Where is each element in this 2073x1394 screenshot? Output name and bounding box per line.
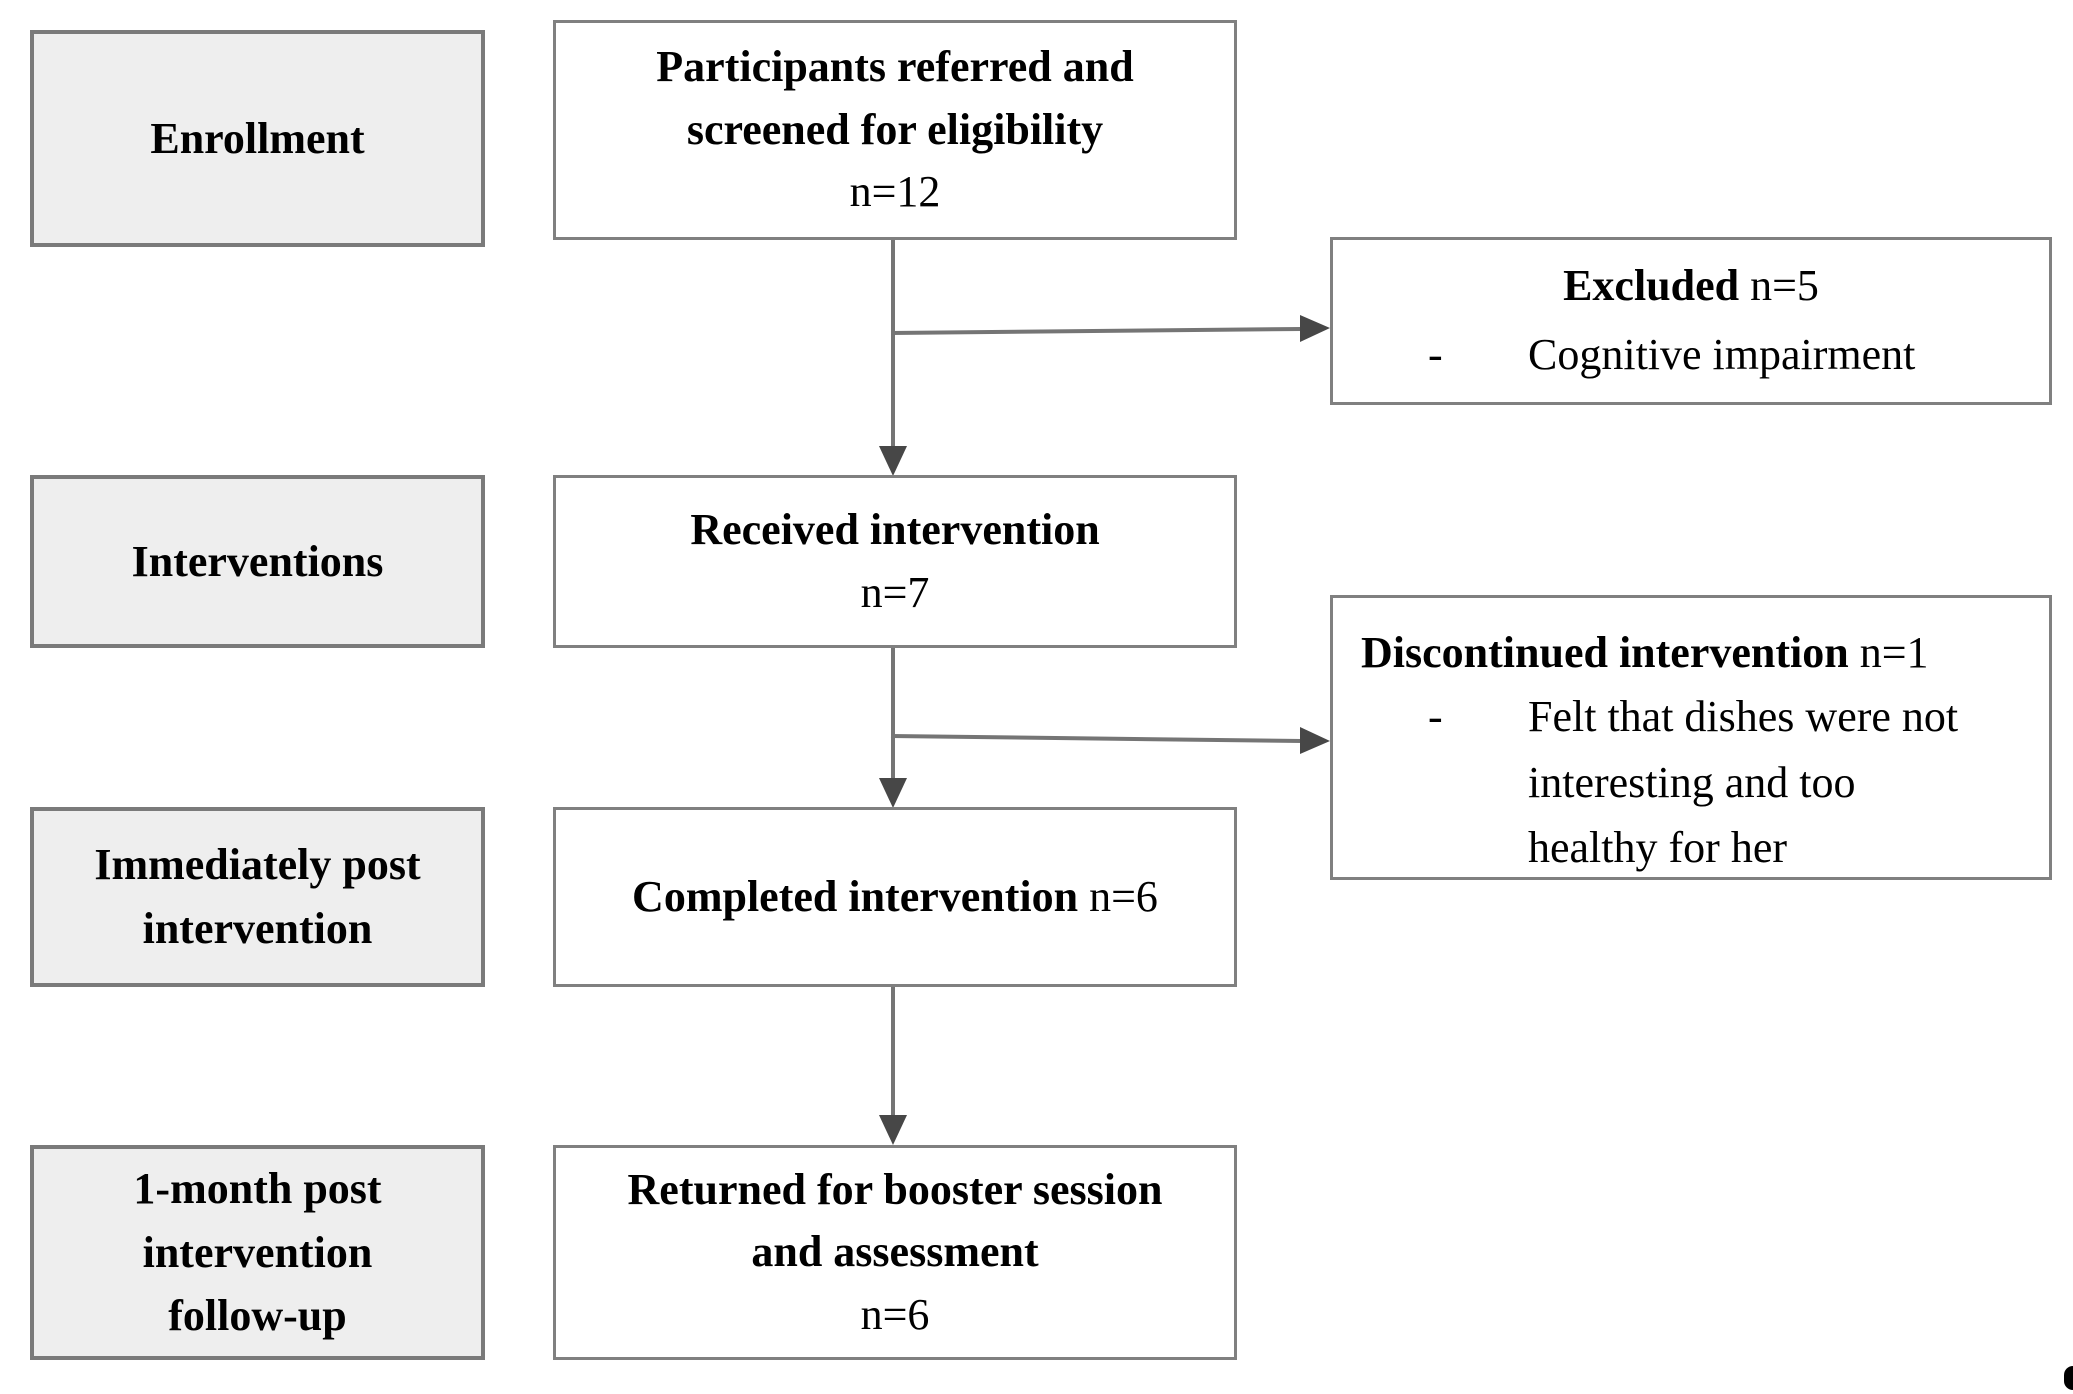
discontinued-reason-text: Felt that dishes were not interesting an…	[1528, 684, 2049, 879]
stage-label-line: Immediately post	[94, 840, 421, 890]
flow-title-line: Participants referred and	[656, 42, 1134, 92]
arrow-to-discontinued	[890, 727, 1330, 754]
flow-title-inline: Completed intervention	[632, 871, 1079, 921]
discontinued-reason-item: - Felt that dishes were not interesting …	[1333, 684, 2049, 879]
reason-line: healthy for her	[1528, 822, 1787, 872]
stage-box-immediately-post-intervention: Immediately post intervention	[30, 807, 485, 987]
excluded-reason-item: - Cognitive impairment	[1333, 322, 2049, 387]
excluded-title: Excluded	[1563, 261, 1740, 311]
stage-label: Enrollment	[150, 113, 365, 163]
discontinued-n-count: n=1	[1859, 628, 1929, 677]
flow-n-count: n=12	[849, 167, 941, 217]
stage-box-1-month-follow-up: 1-month post intervention follow-up	[30, 1145, 485, 1360]
bullet-dash: -	[1428, 692, 1443, 742]
flow-box-received-intervention: Received intervention n=7	[553, 475, 1237, 648]
arrow-to-excluded	[890, 315, 1330, 342]
arrow-received-to-completed	[879, 648, 907, 808]
bullet-dash: -	[1428, 329, 1443, 379]
flow-title-line: Received intervention	[690, 505, 1100, 555]
arrow-screened-to-received	[879, 240, 907, 476]
flow-title-line: and assessment	[751, 1227, 1039, 1277]
flow-n-count: n=6	[860, 1289, 930, 1339]
reason-line: interesting and too	[1528, 757, 1856, 807]
flow-box-screened: Participants referred and screened for e…	[553, 20, 1237, 240]
excluded-n-count: n=5	[1750, 261, 1819, 311]
flow-n-count: n=6	[1089, 871, 1158, 921]
stage-label-line: intervention	[142, 904, 373, 953]
stray-edge-mark	[2064, 1366, 2073, 1390]
flow-title-line: Returned for booster session	[627, 1164, 1163, 1214]
reason-line: Felt that dishes were not	[1528, 692, 1959, 742]
excluded-reason-text: Cognitive impairment	[1528, 329, 1916, 379]
stage-label-line: follow-up	[168, 1291, 347, 1341]
flow-n-count: n=7	[860, 567, 930, 617]
flow-title-line: screened for eligibility	[686, 104, 1104, 154]
stage-box-enrollment: Enrollment	[30, 30, 485, 247]
arrow-completed-to-returned	[879, 987, 907, 1145]
stage-label: Interventions	[131, 536, 384, 586]
stage-box-interventions: Interventions	[30, 475, 485, 648]
discontinued-title: Discontinued intervention	[1361, 628, 1849, 677]
flow-box-returned-booster: Returned for booster session and assessm…	[553, 1145, 1237, 1360]
stage-label-line: intervention	[142, 1227, 373, 1277]
stage-label-line: 1-month post	[133, 1163, 382, 1213]
